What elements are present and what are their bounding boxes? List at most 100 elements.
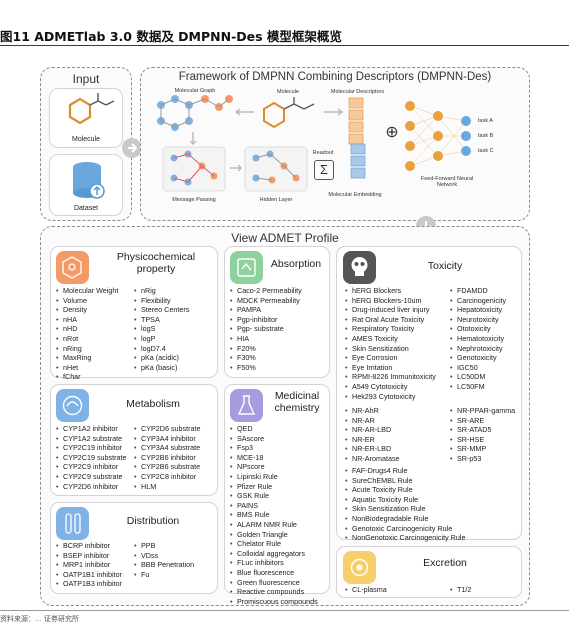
list-item: MRP1 inhibitor [56,560,122,570]
list-item: QED [230,424,318,434]
list-item: Eye Corrosion [345,353,436,363]
list-item: PPB [134,541,194,551]
metabolism-list-2: CYP2D6 substrateCYP3A4 inhibitorCYP3A4 s… [134,424,201,491]
list-item: CL-plasma [345,585,387,595]
toxicity-title: Toxicity [427,260,463,272]
arrow-right-icon-2 [230,164,243,172]
list-item: BSEP inhibitor [56,551,122,561]
list-item: FAF-Drugs4 Rule [345,466,465,476]
profile-title: View ADMET Profile [231,231,339,245]
embedding-vector-icon [350,143,366,179]
list-item: SAscore [230,434,318,444]
arrow-left-icon [234,108,254,116]
list-item: SureChEMBL Rule [345,476,465,486]
input-title: Input [72,72,100,86]
list-item: NR-Aromatase [345,454,400,464]
metabolism-title: Metabolism [126,398,180,410]
list-item: Neurotoxicity [450,315,506,325]
list-item: AMES Toxicity [345,334,436,344]
framework-panel [140,67,530,221]
distribution-list-2: PPBVDssBBB PenetrationFu [134,541,194,579]
toxicity-nr-list-1: NR-AhRNR-ARNR-AR-LBDNR-ERNR-ER-LBDNR-Aro… [345,406,400,464]
list-item: CYP2C9 substrate [56,472,127,482]
list-item: Respiratory Toxicity [345,324,436,334]
list-item: Fsp3 [230,443,318,453]
task-a-label: task A [478,118,493,124]
list-item: logS [134,324,189,334]
list-item: Stereo Centers [134,305,189,315]
list-item: nHD [56,324,118,334]
list-item: SR-MMP [450,444,515,454]
list-item: Caco-2 Permeability [230,286,302,296]
list-item: ALARM NMR Rule [230,520,318,530]
list-item: SR-ATAD5 [450,425,515,435]
list-item: Reactive compounds [230,587,318,597]
absorption-icon [230,251,263,284]
list-item: Eye Irritation [345,363,436,373]
list-item: CYP2D6 inhibitor [56,482,127,492]
list-item: FLuc inhibitors [230,558,318,568]
molecule-card [49,88,123,148]
excretion-icon [343,551,376,584]
arrow-right-icon [122,138,142,158]
dataset-label: Dataset [73,205,99,212]
list-item: IGC50 [450,363,506,373]
list-item: BBB Penetration [134,560,194,570]
list-item: NR-AhR [345,406,400,416]
list-item: Colloidal aggregators [230,549,318,559]
list-item: Skin Sensitization Rule [345,504,465,514]
list-item: PAINS [230,501,318,511]
toxicity-rules-list: FAF-Drugs4 RuleSureChEMBL RuleAcute Toxi… [345,466,465,543]
list-item: Hepatotoxicity [450,305,506,315]
benzene-molecule-icon [68,93,115,125]
list-item: OATP1B3 inhibitor [56,579,122,589]
list-item: BMS Rule [230,510,318,520]
list-item: TPSA [134,315,189,325]
list-item: Chelator Rule [230,539,318,549]
list-item: CYP2C19 substrate [56,453,127,463]
molecular-descriptors-label: Molecular Descriptors [330,89,385,95]
arrow-right-small-icon [324,108,344,116]
molecule-label: Molecule [71,136,100,143]
list-item: PAMPA [230,305,302,315]
list-item: NR-AR [345,416,400,426]
list-item: CYP3A4 substrate [134,443,201,453]
list-item: nRig [134,286,189,296]
toxicity-list-1: hERG BlockershERG Blockers-10umDrug-indu… [345,286,436,401]
list-item: Genotoxicity [450,353,506,363]
molecular-embedding-label: Molecular Embedding [328,192,382,198]
list-item: LC50FM [450,382,506,392]
list-item: MCE-18 [230,453,318,463]
list-item: fChar [56,372,118,382]
list-item: nHet [56,363,118,373]
list-item: nHA [56,315,118,325]
list-item: VDss [134,551,194,561]
list-item: HIA [230,334,302,344]
list-item: Lipinski Rule [230,472,318,482]
physchem-title: Physicochemical property [116,251,196,275]
list-item: Hek293 Cytotoxicity [345,392,436,402]
task-c-label: task C [478,148,494,154]
molecular-graph-diagram [157,95,233,131]
flask-icon [230,389,263,422]
list-item: CYP2C8 inhibitor [134,472,201,482]
list-item: T1/2 [450,585,471,595]
list-item: FDAMDD [450,286,506,296]
excretion-list-1: CL-plasma [345,585,387,595]
list-item: Fu [134,570,194,580]
list-item: F20% [230,344,302,354]
ffnn-label: Feed-Forward Neural Network [420,176,474,188]
list-item: hERG Blockers-10um [345,296,436,306]
caption-rule [0,45,569,46]
hidden-layer-diagram [244,146,308,192]
list-item: SR-HSE [450,435,515,445]
list-item: NR-PPAR-gamma [450,406,515,416]
feed-forward-network-diagram [405,101,471,171]
list-item: Genotoxic Carcinogenicity Rule [345,524,465,534]
list-item: MaxRing [56,353,118,363]
molecule-structure-icon [263,97,315,129]
test-tube-icon [56,507,89,540]
list-item: CYP1A2 inhibitor [56,424,127,434]
message-passing-label: Message Passing [172,197,216,203]
list-item: SR-ARE [450,416,515,426]
